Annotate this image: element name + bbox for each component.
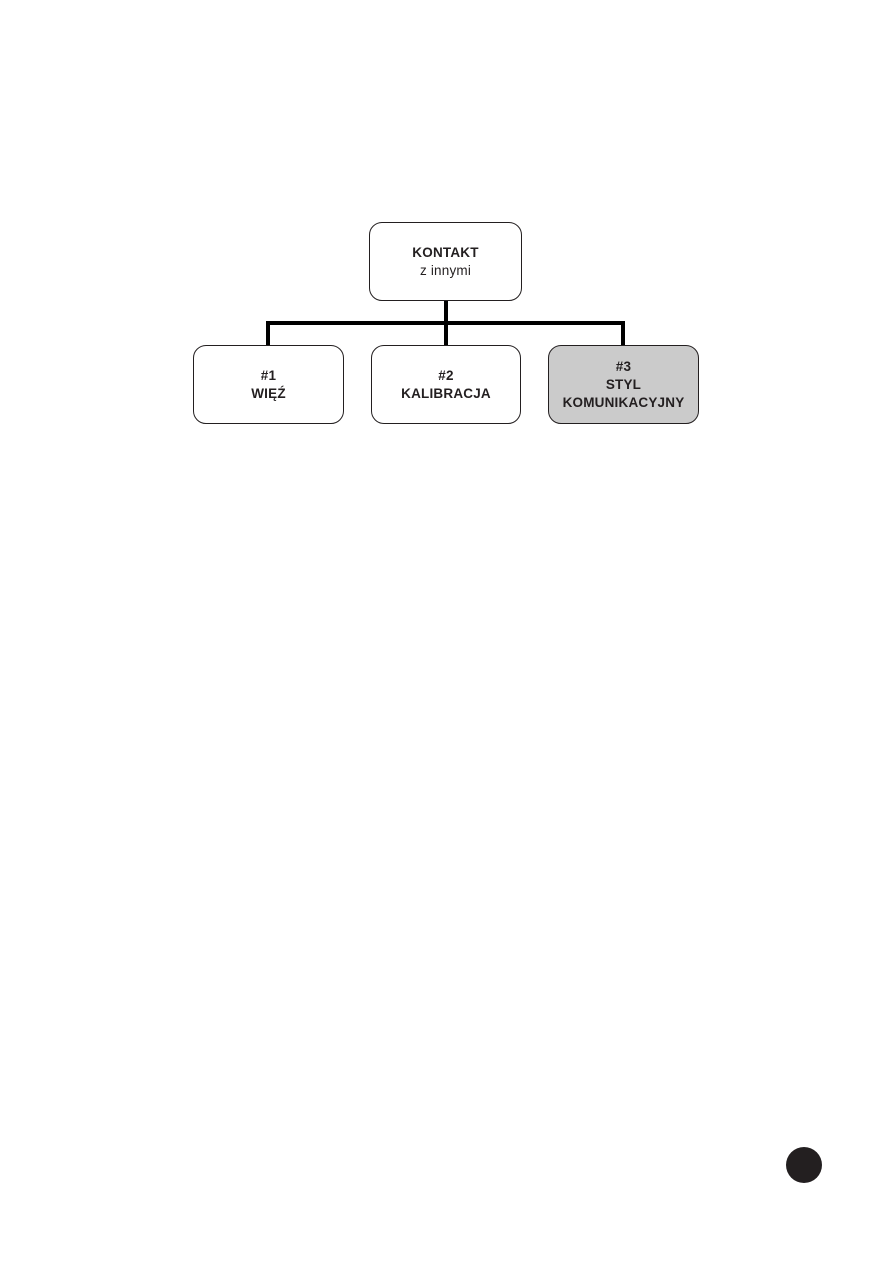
node-kalibracja-label: KALIBRACJA bbox=[401, 385, 491, 401]
node-styl-komunikacyjny: #3 STYL KOMUNIKACYJNY bbox=[548, 345, 699, 424]
connector-root-down bbox=[444, 299, 448, 325]
node-kalibracja: #2 KALIBRACJA bbox=[371, 345, 521, 424]
node-kontakt-subtitle: z innymi bbox=[419, 262, 472, 278]
node-wiez-label: WIĘŹ bbox=[251, 385, 286, 401]
connector-stub-right bbox=[621, 321, 625, 347]
page-number-dot bbox=[786, 1147, 822, 1183]
node-styl-label: STYL KOMUNIKACYJNY bbox=[562, 376, 685, 410]
node-kontakt: KONTAKT z innymi bbox=[369, 222, 522, 301]
node-wiez-number: #1 bbox=[260, 367, 277, 383]
node-kontakt-title: KONTAKT bbox=[412, 244, 479, 260]
connector-stub-left bbox=[266, 321, 270, 347]
node-kalibracja-number: #2 bbox=[438, 367, 454, 383]
node-wiez: #1 WIĘŹ bbox=[193, 345, 344, 424]
connector-stub-middle bbox=[444, 321, 448, 347]
node-styl-number: #3 bbox=[615, 358, 632, 374]
